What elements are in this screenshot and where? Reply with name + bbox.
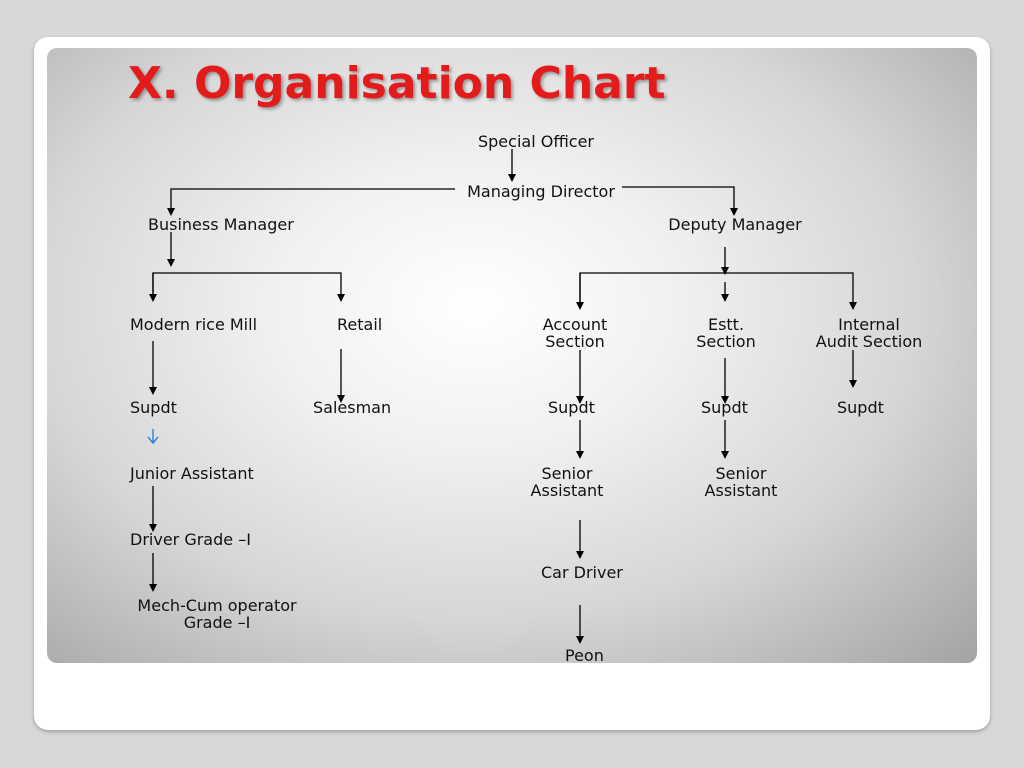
node-supdt-rice-mill: Supdt: [130, 398, 177, 417]
connector-dm-branch-bar: [579, 272, 857, 310]
connector-bm-branch-rice-mill: [152, 272, 345, 302]
blue-down-arrow-icon: [147, 429, 159, 445]
slide-title: X. Organisation Chart: [128, 58, 666, 109]
node-estt-section: Estt. Section: [696, 315, 756, 351]
node-account-section: Account Section: [542, 315, 608, 351]
node-supdt-audit: Supdt: [837, 398, 884, 417]
node-deputy-manager: Deputy Manager: [668, 215, 802, 234]
node-peon: Peon: [565, 646, 604, 665]
node-mech-cum-operator: Mech-Cum operator Grade –I: [137, 596, 297, 632]
node-senior-assistant-account: Senior Assistant: [530, 464, 604, 500]
node-modern-rice-mill: Modern rice Mill: [130, 315, 258, 334]
node-business-manager: Business Manager: [148, 215, 294, 234]
node-internal-audit-section: Internal Audit Section: [815, 315, 923, 351]
node-special-officer: Special Officer: [477, 132, 594, 151]
node-car-driver: Car Driver: [541, 563, 623, 582]
node-supdt-account: Supdt: [548, 398, 595, 417]
node-retail: Retail: [337, 315, 383, 334]
node-supdt-estt: Supdt: [701, 398, 748, 417]
connector-md-to-deputy-manager: [622, 186, 738, 216]
node-senior-assistant-estt: Senior Assistant: [704, 464, 778, 500]
node-managing-director: Managing Director: [467, 182, 615, 201]
node-driver-grade-1: Driver Grade –I: [130, 530, 251, 549]
node-junior-assistant: Junior Assistant: [130, 464, 254, 483]
node-salesman: Salesman: [313, 398, 392, 417]
connector-md-to-business-manager: [167, 188, 455, 216]
